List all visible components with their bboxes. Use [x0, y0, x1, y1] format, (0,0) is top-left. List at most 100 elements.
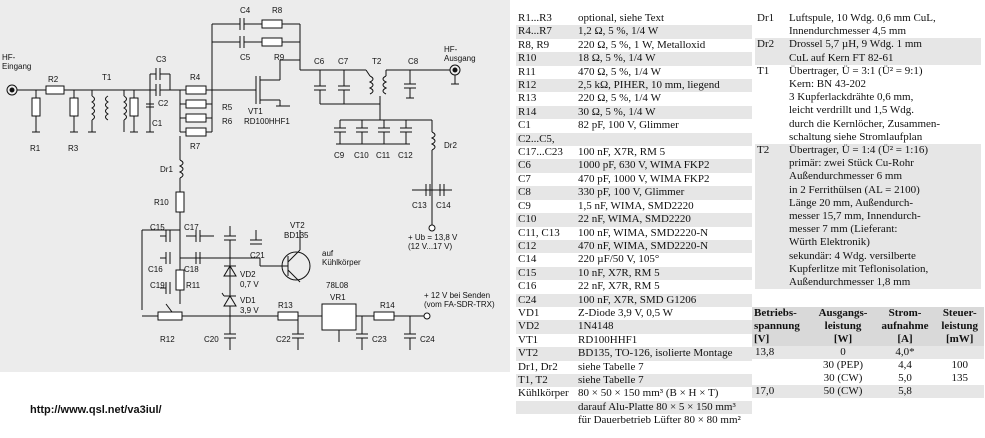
part-row: VD1 Z-Diode 3,9 V, 0,5 W	[516, 307, 752, 320]
r10-label: R10	[154, 198, 169, 207]
part-ref: C7	[518, 172, 531, 185]
gate-network	[175, 60, 290, 230]
part-value: optional, siehe Text	[578, 12, 665, 24]
r11-label: R11	[186, 281, 201, 290]
dr2-label: Dr2	[444, 141, 457, 150]
c20-label: C20	[204, 335, 219, 344]
part-value: 10 nF, X7R, RM 5	[576, 266, 752, 281]
part-row: C7 470 pF, 1000 V, WIMA FKP2	[516, 173, 752, 186]
part-value: siehe Tabelle 7	[578, 360, 644, 373]
vt2-label: VT2	[290, 221, 305, 230]
part-ref: VD2	[516, 320, 576, 334]
performance-table: Betriebs- spannung [V]Ausgangs- leistung…	[752, 307, 984, 398]
r6-label: R6	[222, 117, 233, 126]
c16-label: C16	[148, 265, 163, 274]
part-value: 100 nF, WIMA, SMD2220-N	[578, 226, 709, 239]
perf-cell	[935, 346, 984, 359]
part-ref: C11, C13	[518, 226, 560, 239]
c2-label: C2	[158, 99, 169, 108]
c9-label: C9	[334, 151, 345, 160]
part-ref: T1, T2	[516, 373, 576, 388]
r4-label: R4	[190, 73, 201, 82]
part-row: C11, C13 100 nF, WIMA, SMD2220-N	[516, 227, 752, 240]
part-value: 80 × 50 × 150 mm³ (B × H × T)	[578, 387, 719, 400]
r3-label: R3	[68, 144, 79, 153]
part-ref: C15	[516, 266, 576, 281]
t2-label: T2	[372, 57, 382, 66]
c14-label: C14	[436, 201, 451, 210]
part-value: 330 pF, 100 V, Glimmer	[576, 186, 752, 200]
part-row: darauf Alu-Platte 80 × 5 × 150 mm³	[516, 400, 752, 415]
note-text: Übertrager, Ü = 1:4 (Ü² = 1:16) primär: …	[789, 144, 929, 289]
part-value: 470 pF, 1000 V, WIMA FKP2	[578, 172, 710, 185]
part-value: 100 nF, X7R, SMD G1206	[576, 293, 752, 307]
c4-label: C4	[240, 6, 251, 15]
part-ref: R10	[516, 52, 576, 66]
part-ref: C6	[516, 159, 576, 173]
part-value: 1000 pF, 630 V, WIMA FKP2	[576, 159, 752, 173]
part-ref: C10	[516, 213, 576, 227]
perf-cell: 5,8	[874, 385, 936, 398]
vd1-label: VD1	[240, 296, 256, 305]
r8-label: R8	[272, 6, 283, 15]
vt1-type-label: RD100HHF1	[244, 117, 290, 126]
vd2-label: VD2	[240, 270, 256, 279]
perf-cell: 30 (PEP)	[823, 359, 864, 371]
perf-cell: 17,0	[752, 385, 812, 398]
part-value: Z-Diode 3,9 V, 0,5 W	[578, 306, 674, 319]
part-ref: C2...C5,	[516, 132, 576, 147]
output-label: HF-Ausgang	[444, 45, 476, 63]
part-value: BD135, TO-126, isolierte Montage	[576, 347, 752, 361]
vr1-type-label: 78L08	[326, 281, 349, 290]
r5-label: R5	[222, 103, 233, 112]
r14-label: R14	[380, 301, 395, 310]
part-value: 220 µF/50 V, 105°	[578, 253, 660, 266]
r2-label: R2	[48, 75, 59, 84]
perf-header: Strom- aufnahme [A]	[874, 307, 936, 346]
part-value: RD100HHF1	[578, 333, 638, 346]
part-ref: VD1	[518, 306, 540, 319]
perf-cell: 13,8	[752, 346, 812, 359]
part-value: siehe Tabelle 7	[576, 373, 752, 388]
part-ref: R14	[516, 105, 576, 120]
c10-label: C10	[354, 151, 369, 160]
source-url: http://www.qsl.net/va3iul/	[30, 404, 162, 416]
note-ref: Dr1	[757, 12, 775, 24]
c21-label: C21	[250, 251, 265, 260]
perf-cell: 30 (CW)	[823, 372, 863, 384]
perf-header: Betriebs- spannung [V]	[752, 307, 812, 346]
note-text: Drossel 5,7 µH, 9 Wdg. 1 mm CuL auf Kern…	[789, 38, 922, 64]
part-value: darauf Alu-Platte 80 × 5 × 150 mm³	[576, 400, 752, 415]
perf-cell	[752, 359, 811, 372]
part-ref: R12	[516, 79, 576, 93]
perf-cell	[935, 385, 984, 398]
part-ref: C9	[518, 199, 531, 212]
part-row: für Dauerbetrieb Lüfter 80 × 80 mm²	[516, 414, 752, 427]
ub-label: + Ub = 13,8 V(12 V...17 V)	[408, 233, 458, 251]
part-value: für Dauerbetrieb Lüfter 80 × 80 mm²	[578, 414, 741, 427]
t1-label: T1	[102, 73, 112, 82]
part-ref: R13	[518, 92, 537, 105]
part-ref: C1	[518, 119, 531, 132]
c11-label: C11	[376, 151, 391, 160]
part-ref: Dr1, Dr2	[518, 360, 558, 373]
c15-label: C15	[150, 223, 165, 232]
part-value: 22 nF, WIMA, SMD2220	[576, 213, 752, 227]
